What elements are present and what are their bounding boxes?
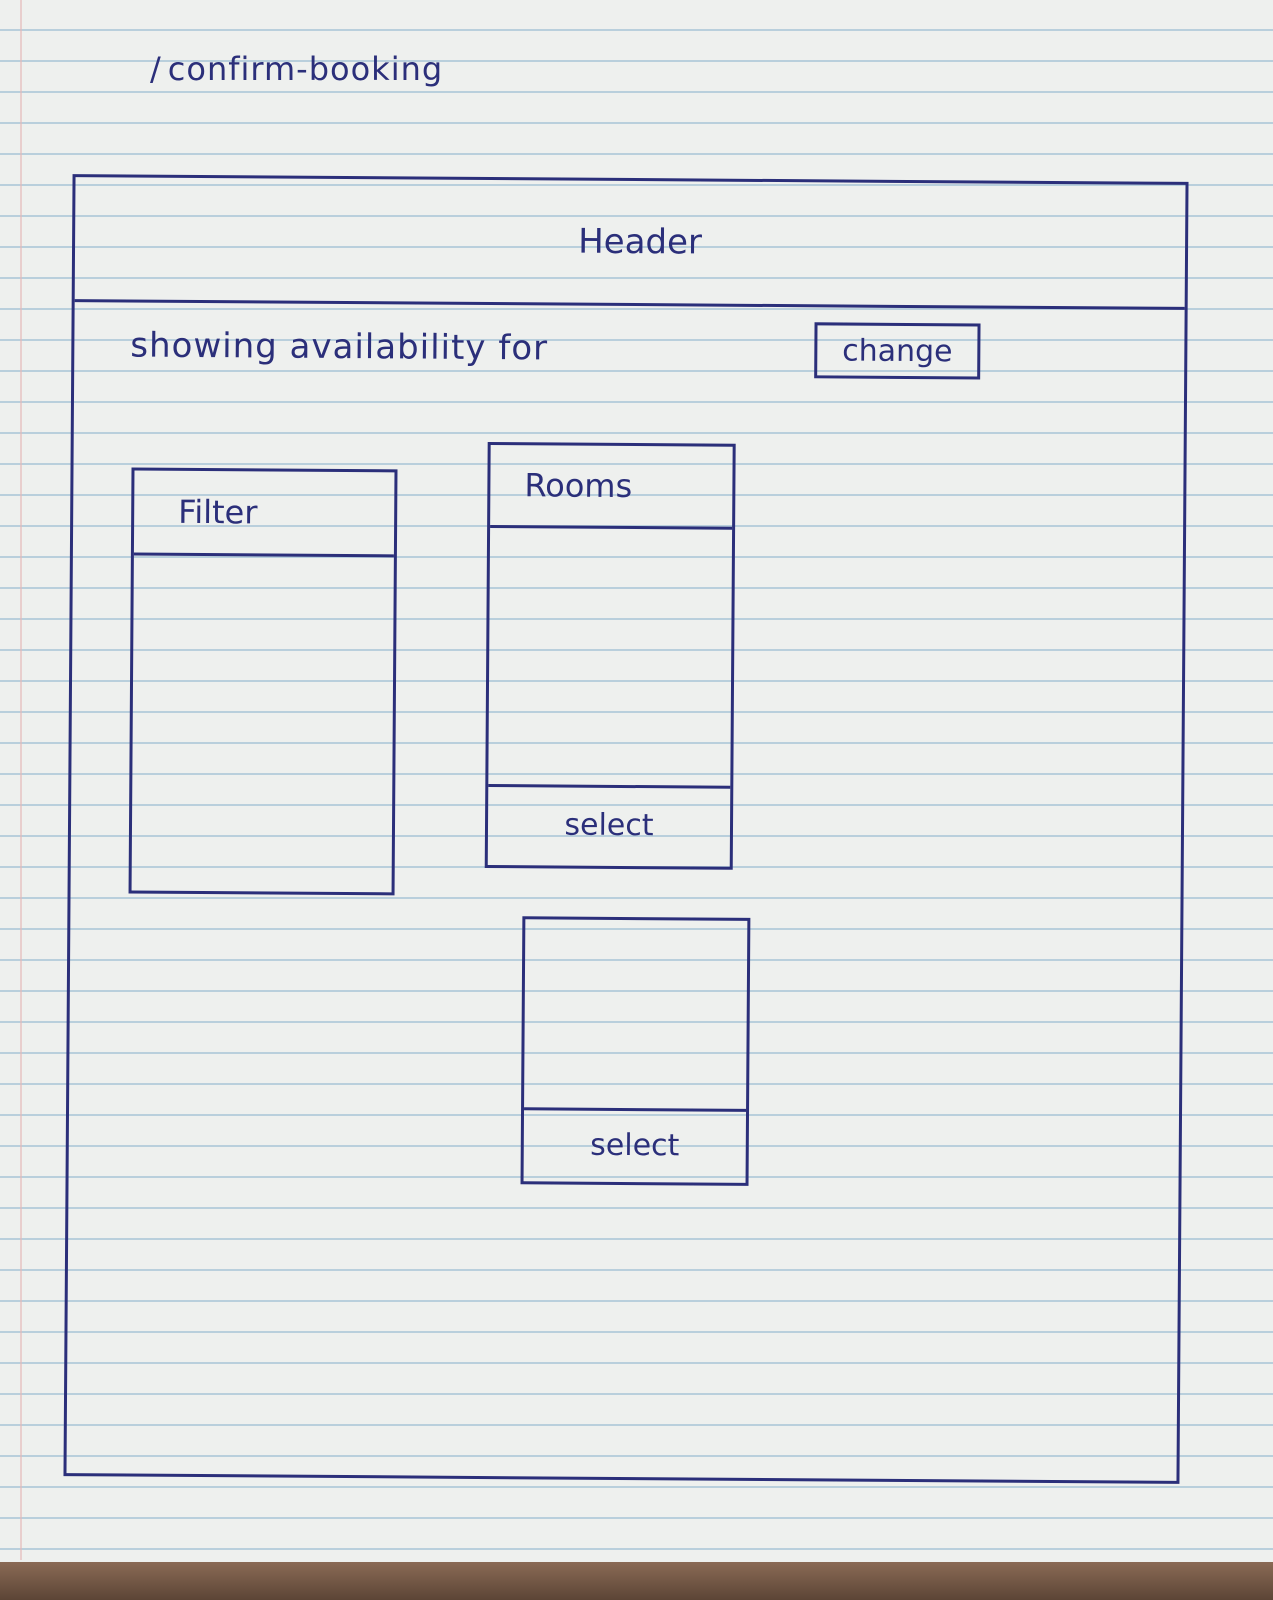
desk-surface bbox=[0, 1562, 1273, 1600]
select-button[interactable]: select bbox=[487, 784, 731, 864]
header-label: Header bbox=[578, 221, 703, 263]
availability-text: showing availability for bbox=[130, 325, 549, 369]
room-card-2: select bbox=[520, 916, 751, 1186]
route-slash: / bbox=[150, 50, 162, 88]
header: Header bbox=[74, 177, 1186, 310]
rooms-title: Rooms bbox=[490, 445, 733, 530]
route-path-label: confirm-booking bbox=[167, 50, 444, 88]
change-button[interactable]: change bbox=[814, 322, 981, 380]
route-path: /confirm-booking bbox=[150, 50, 443, 88]
select-button[interactable]: select bbox=[523, 1107, 747, 1180]
page-frame: Header showing availability for change F… bbox=[63, 174, 1189, 1484]
room-card-body bbox=[488, 528, 732, 786]
notebook-margin bbox=[20, 0, 22, 1560]
room-card-body bbox=[524, 919, 747, 1109]
filter-title: Filter bbox=[133, 470, 395, 558]
filter-panel: Filter bbox=[128, 467, 398, 896]
room-card-1: Rooms select bbox=[484, 442, 736, 870]
